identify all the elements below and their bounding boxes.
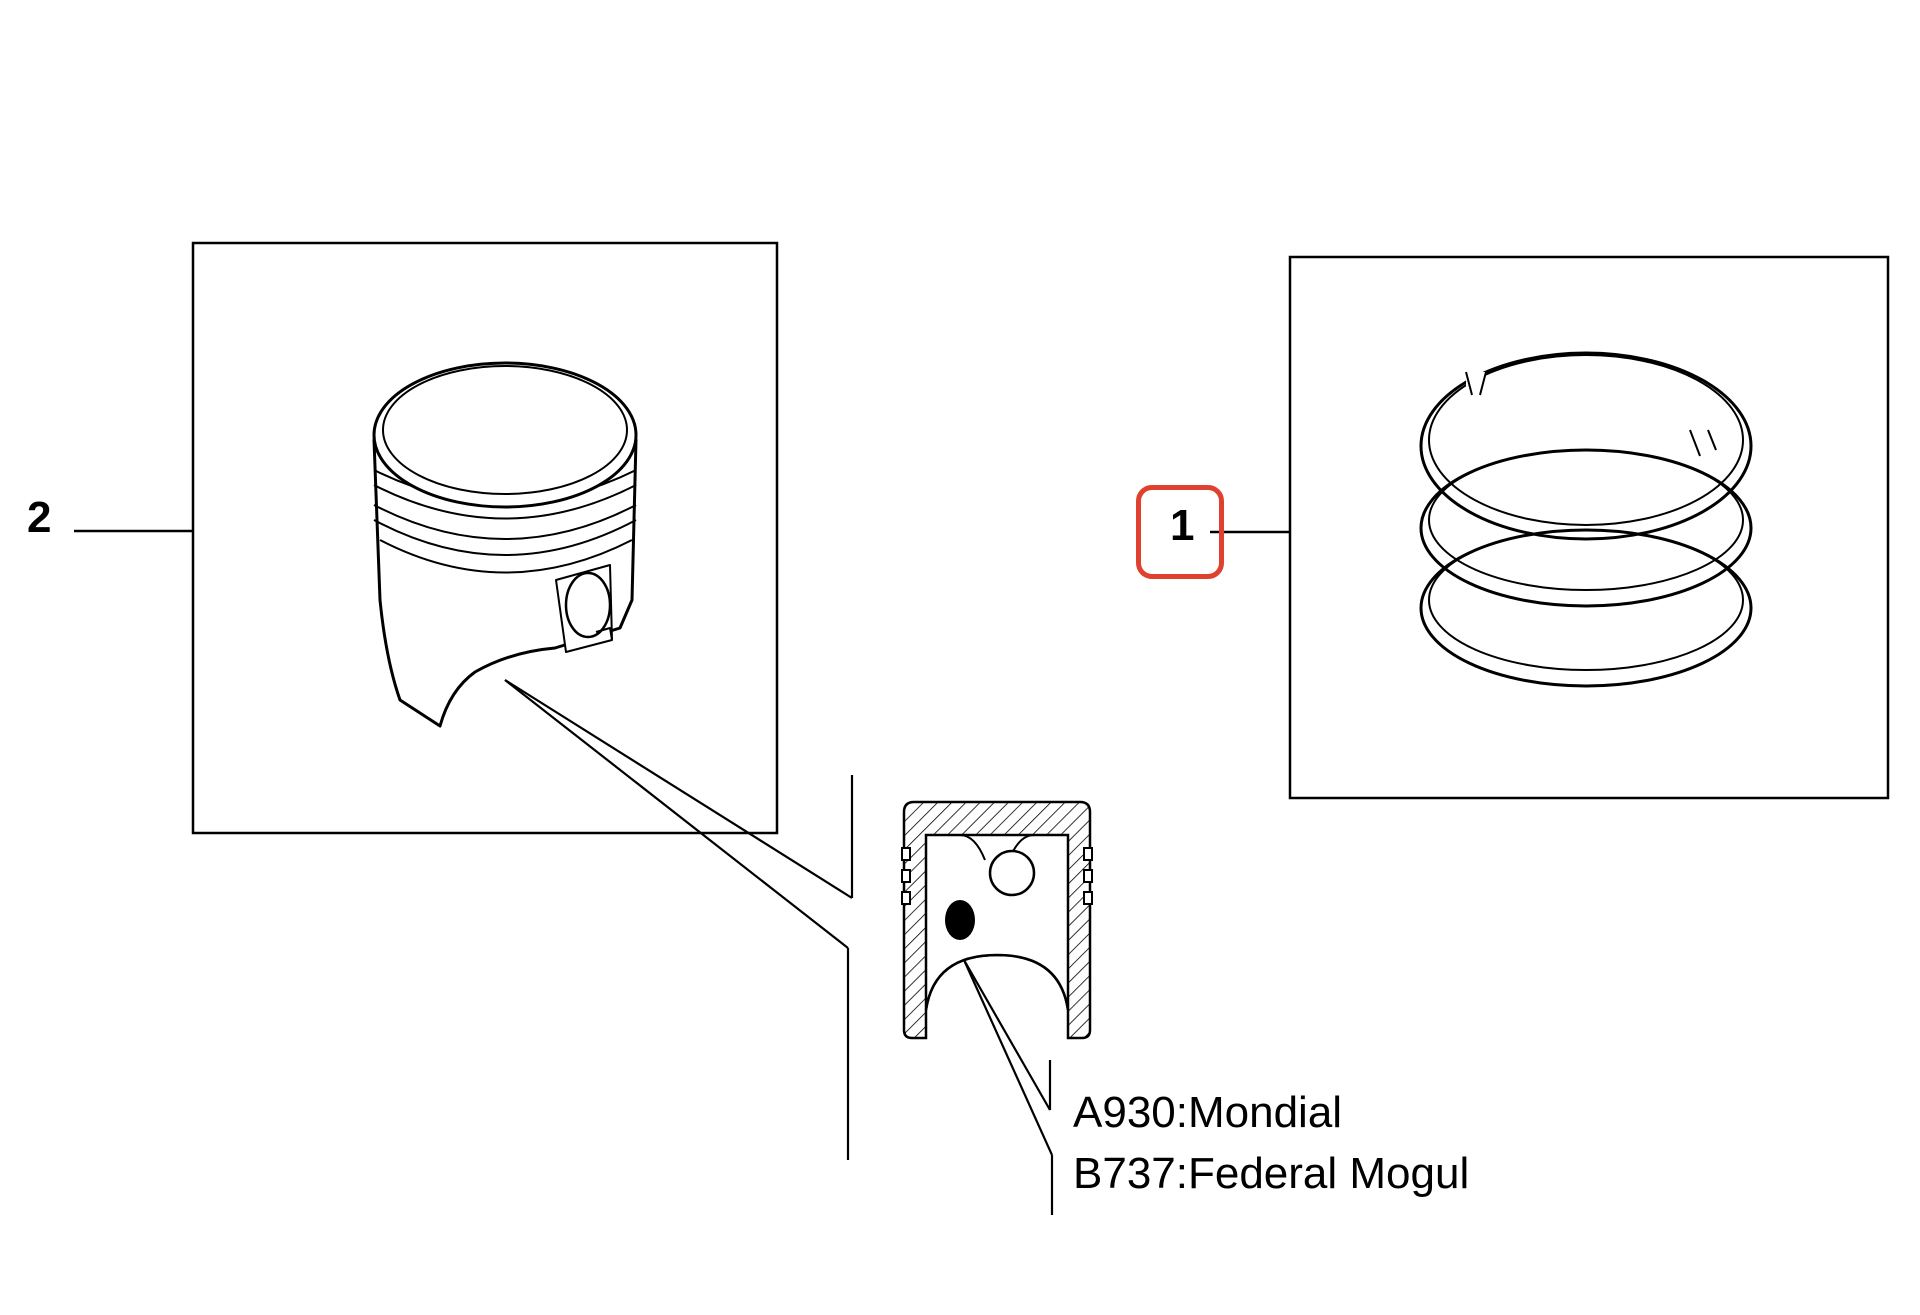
piston-section-icon [901,800,1093,1215]
marking-dot [945,900,975,940]
section-leader [504,679,854,1160]
supplier-label-b737: B737:Federal Mogul [1073,1149,1469,1198]
piston-frame [191,241,779,835]
supplier-label-a930: A930:Mondial [1073,1088,1342,1137]
callout-piston: 2 [27,493,51,542]
rings-frame [1288,255,1890,800]
piston-rings-icon [1419,351,1753,688]
rings-panel [1210,255,1890,800]
selected-callout-highlight[interactable] [1136,485,1224,579]
piston-icon [372,361,638,728]
piston-panel [74,241,779,835]
callout-rings: 1 [1170,501,1194,550]
